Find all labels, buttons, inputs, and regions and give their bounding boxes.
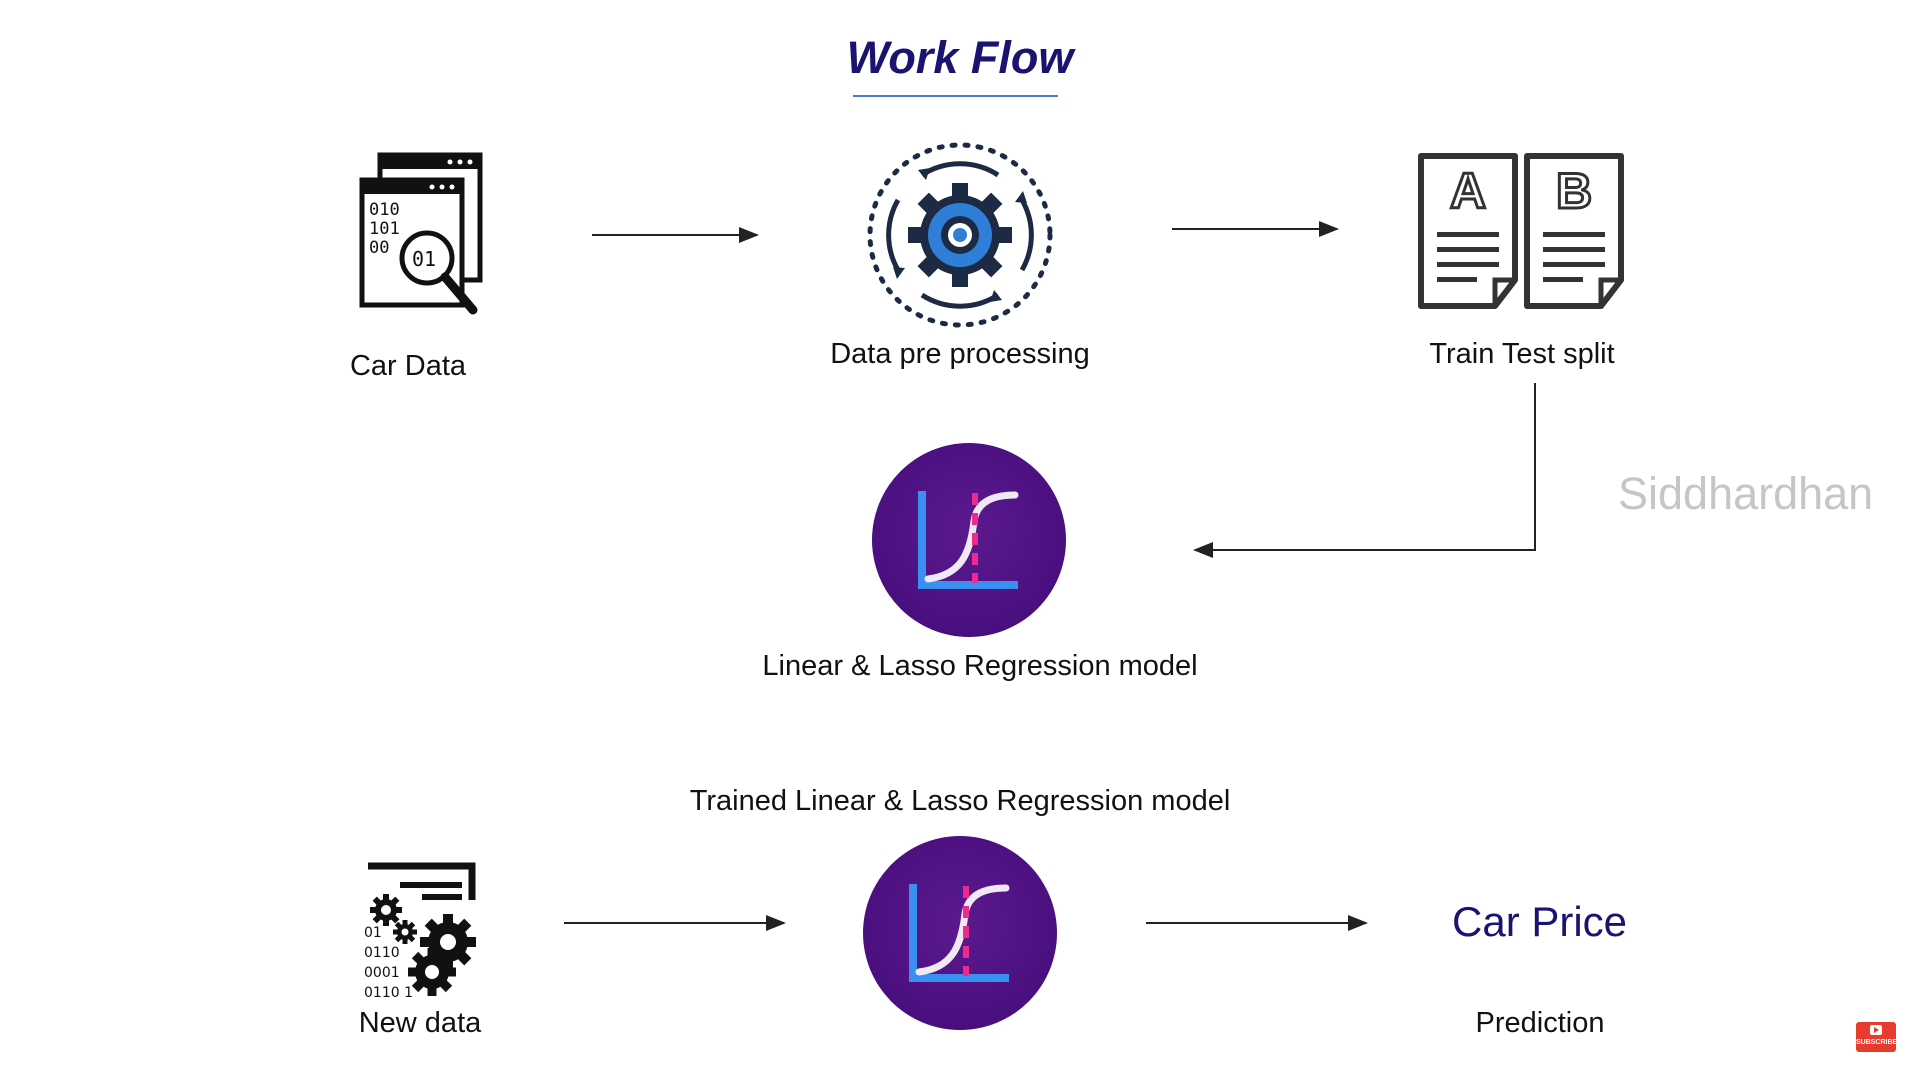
binary-document-search-icon: 010 101 00 01: [359, 152, 483, 315]
svg-text:01: 01: [364, 925, 382, 941]
watermark-text: Siddhardhan: [1618, 468, 1874, 519]
svg-text:101: 101: [369, 219, 400, 239]
regression-chart-icon: [872, 443, 1066, 637]
ab-documents-icon: A B: [1418, 153, 1624, 309]
subscribe-button[interactable]: SUBSCRIBE: [1856, 1022, 1898, 1052]
arrow-split-to-model: [1193, 383, 1536, 558]
svg-text:010: 010: [369, 200, 400, 220]
svg-text:A: A: [1450, 163, 1486, 219]
train-test-split-label: Train Test split: [1429, 338, 1615, 370]
svg-text:01: 01: [412, 247, 436, 271]
svg-text:B: B: [1556, 163, 1592, 219]
gear-cycle-icon: [867, 142, 1053, 328]
model-label: Linear & Lasso Regression model: [762, 650, 1198, 682]
subscribe-label: SUBSCRIBE: [1856, 1039, 1898, 1046]
trained-model-label: Trained Linear & Lasso Regression model: [689, 785, 1231, 817]
play-icon: [1870, 1025, 1882, 1035]
title-underline: [853, 95, 1058, 97]
preprocessing-label: Data pre processing: [830, 338, 1090, 370]
data-gears-icon: 01 0110 0001 0110 1: [364, 862, 476, 1001]
svg-text:0110 1: 0110 1: [364, 985, 413, 1001]
page-title: Work Flow: [846, 32, 1074, 83]
new-data-label: New data: [358, 1007, 482, 1039]
svg-text:0110: 0110: [364, 945, 400, 961]
car-price-output: Car Price: [1452, 898, 1628, 945]
svg-text:00: 00: [369, 238, 389, 258]
prediction-label: Prediction: [1475, 1007, 1605, 1039]
car-data-label: Car Data: [349, 350, 467, 382]
svg-text:0001: 0001: [364, 965, 400, 981]
trained-regression-chart-icon: [863, 836, 1057, 1030]
